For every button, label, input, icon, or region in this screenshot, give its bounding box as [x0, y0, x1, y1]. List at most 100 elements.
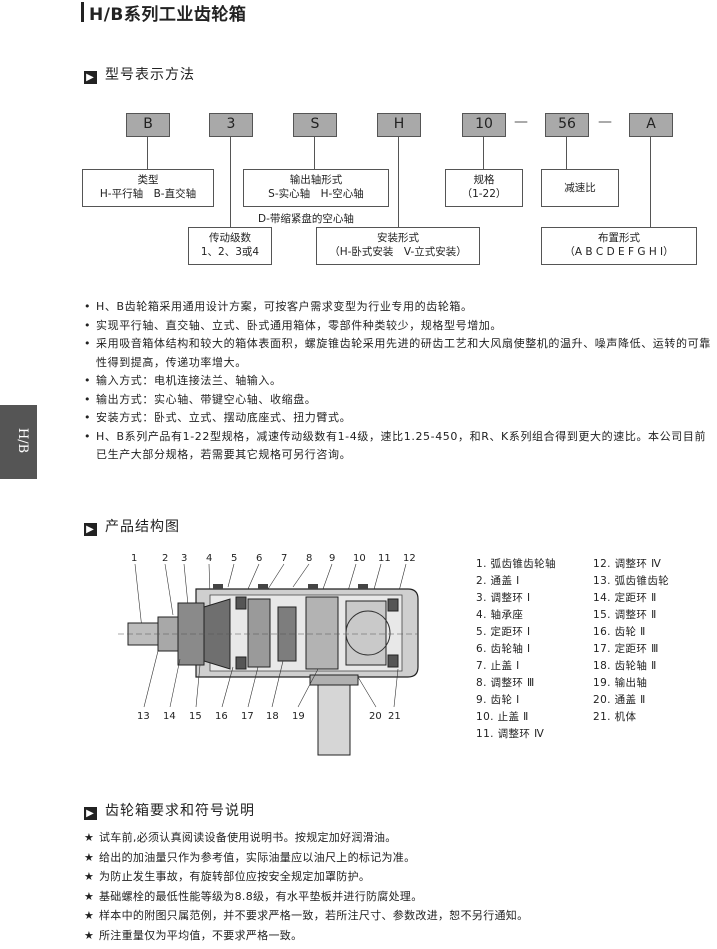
callout-label: 17	[241, 711, 254, 722]
dash-2: —	[598, 114, 612, 130]
connector-line	[566, 136, 567, 169]
feature-item: 采用吸音箱体结构和较大的箱体表面积，螺旋锥齿轮采用先进的研齿工艺和大风扇使整机的…	[84, 335, 714, 372]
callout-label: 4	[206, 553, 212, 564]
parts-legend-left: 1. 弧齿锥齿轮轴 2. 通盖 Ⅰ 3. 调整环 Ⅰ 4. 轴承座 5. 定距环…	[476, 556, 556, 743]
part-item: 9. 齿轮 Ⅰ	[476, 694, 520, 706]
code-box-mount: H	[377, 113, 421, 137]
feature-item: H、B系列产品有1-22型规格，减速传动级数有1-4级，速比1.25-450，和…	[84, 428, 714, 465]
callout-label: 21	[388, 711, 401, 722]
arrow-right-icon: ▶	[84, 71, 97, 84]
requirement-item: 给出的加油量只作为参考值，实际油量应以油尺上的标记为准。	[84, 848, 714, 868]
header-bar	[81, 2, 84, 22]
part-item: 2. 通盖 Ⅰ	[476, 575, 520, 587]
output-label-box: 输出轴形式 S-实心轴 H-空心轴	[243, 169, 389, 207]
output-title: 输出轴形式	[289, 174, 343, 186]
structure-heading-text: 产品结构图	[105, 519, 180, 535]
code-box-ratio: 56	[545, 113, 589, 137]
gearbox-housing	[118, 584, 419, 756]
part-item: 15. 调整环 Ⅱ	[593, 609, 657, 621]
layout-label-box: 布置形式 （A B C D E F G H I）	[541, 227, 697, 265]
part-item: 12. 调整环 Ⅳ	[593, 558, 662, 570]
requirement-item: 试车前,必须认真阅读设备使用说明书。按规定加好润滑油。	[84, 828, 714, 848]
callout-label: 20	[369, 711, 382, 722]
feature-item: 输出方式：实心轴、带键空心轴、收缩盘。	[84, 391, 714, 410]
type-title: 类型	[137, 174, 159, 186]
side-tab-label: H/B	[15, 427, 31, 454]
code-box-stages: 3	[209, 113, 253, 137]
callout-top-group: 1 2 3 4 5 6 7 8 9 10 11 12	[131, 553, 416, 564]
callout-bottom-group: 13 14 15 16 17 18 19 20 21	[137, 711, 401, 722]
ratio-label-box: 减速比	[541, 169, 619, 207]
stages-title: 传动级数	[209, 232, 251, 244]
part-item: 6. 齿轮轴 Ⅰ	[476, 643, 531, 655]
callout-label: 7	[281, 553, 287, 564]
stages-label-box: 传动级数 1、2、3或4	[188, 227, 272, 265]
side-tab: H/B	[0, 405, 37, 479]
callout-label: 11	[378, 553, 391, 564]
mount-desc: （H-卧式安装 V-立式安装）	[329, 246, 467, 258]
part-item: 21. 机体	[593, 711, 637, 723]
connector-line	[314, 136, 315, 169]
layout-desc: （A B C D E F G H I）	[564, 246, 674, 258]
dash-1: —	[514, 114, 528, 130]
part-item: 4. 轴承座	[476, 609, 524, 621]
part-item: 14. 定距环 Ⅱ	[593, 592, 657, 604]
part-item: 8. 调整环 Ⅲ	[476, 677, 535, 689]
part-item: 17. 定距环 Ⅲ	[593, 643, 659, 655]
spec-label-box: 规格 （1-22）	[445, 169, 523, 207]
page-title: H/B系列工业齿轮箱	[89, 5, 247, 25]
part-item: 20. 通盖 Ⅱ	[593, 694, 646, 706]
code-box-type: B	[126, 113, 170, 137]
output-desc-2: D-带缩紧盘的空心轴	[258, 213, 354, 225]
callout-label: 14	[163, 711, 176, 722]
callout-label: 16	[215, 711, 228, 722]
part-item: 3. 调整环 Ⅰ	[476, 592, 531, 604]
connector-line	[230, 136, 231, 227]
stages-desc: 1、2、3或4	[200, 246, 260, 258]
mount-title: 安装形式	[377, 232, 419, 244]
feature-list: H、B齿轮箱采用通用设计方案，可按客户需求变型为行业专用的齿轮箱。 实现平行轴、…	[84, 298, 714, 465]
code-box-output: S	[293, 113, 337, 137]
callout-label: 13	[137, 711, 150, 722]
model-section-heading: ▶ 型号表示方法	[84, 64, 195, 84]
feature-item: H、B齿轮箱采用通用设计方案，可按客户需求变型为行业专用的齿轮箱。	[84, 298, 714, 317]
spec-title: 规格	[473, 174, 495, 186]
parts-legend-right: 12. 调整环 Ⅳ 13. 弧齿锥齿轮 14. 定距环 Ⅱ 15. 调整环 Ⅱ …	[593, 556, 669, 726]
output-desc-1: S-实心轴 H-空心轴	[268, 188, 364, 200]
part-item: 19. 输出轴	[593, 677, 648, 689]
feature-item: 安装方式：卧式、立式、摆动底座式、扭力臂式。	[84, 409, 714, 428]
requirements-heading-text: 齿轮箱要求和符号说明	[105, 803, 255, 819]
spec-desc: （1-22）	[461, 188, 507, 200]
feature-item: 输入方式：电机连接法兰、轴输入。	[84, 372, 714, 391]
part-item: 1. 弧齿锥齿轮轴	[476, 558, 556, 570]
callout-label: 12	[403, 553, 416, 564]
part-item: 7. 止盖 Ⅰ	[476, 660, 520, 672]
part-item: 5. 定距环 Ⅰ	[476, 626, 531, 638]
type-desc: H-平行轴 B-直交轴	[99, 188, 197, 200]
requirement-item: 基础螺栓的最低性能等级为8.8级，有水平垫板并进行防腐处理。	[84, 887, 714, 907]
callout-label: 6	[256, 553, 262, 564]
code-box-layout: A	[629, 113, 673, 137]
callout-label: 2	[162, 553, 168, 564]
part-item: 16. 齿轮 Ⅱ	[593, 626, 646, 638]
structure-section-heading: ▶ 产品结构图	[84, 516, 180, 536]
feature-item: 实现平行轴、直交轴、立式、卧式通用箱体，零部件种类较少，规格型号增加。	[84, 317, 714, 336]
requirement-item: 为防止发生事故，有旋转部位应按安全规定加罩防护。	[84, 867, 714, 887]
model-heading-text: 型号表示方法	[105, 67, 195, 83]
layout-title: 布置形式	[598, 232, 640, 244]
callout-label: 3	[181, 553, 187, 564]
callout-label: 9	[329, 553, 335, 564]
requirement-item: 所注重量仅为平均值，不要求严格一致。	[84, 926, 714, 946]
requirements-list: 试车前,必须认真阅读设备使用说明书。按规定加好润滑油。 给出的加油量只作为参考值…	[84, 828, 714, 945]
requirements-section-heading: ▶ 齿轮箱要求和符号说明	[84, 800, 255, 820]
code-box-spec: 10	[462, 113, 506, 137]
connector-line	[650, 136, 651, 227]
callout-label: 19	[292, 711, 305, 722]
requirement-item: 样本中的附图只属范例，并不要求严格一致，若所注尺寸、参数改进，恕不另行通知。	[84, 906, 714, 926]
arrow-right-icon: ▶	[84, 523, 97, 536]
ratio-title: 减速比	[564, 182, 596, 194]
arrow-right-icon: ▶	[84, 807, 97, 820]
part-item: 11. 调整环 Ⅳ	[476, 728, 545, 740]
gearbox-cross-section-drawing: 1 2 3 4 5 6 7 8 9 10 11 12	[118, 553, 419, 756]
type-label-box: 类型 H-平行轴 B-直交轴	[82, 169, 214, 207]
